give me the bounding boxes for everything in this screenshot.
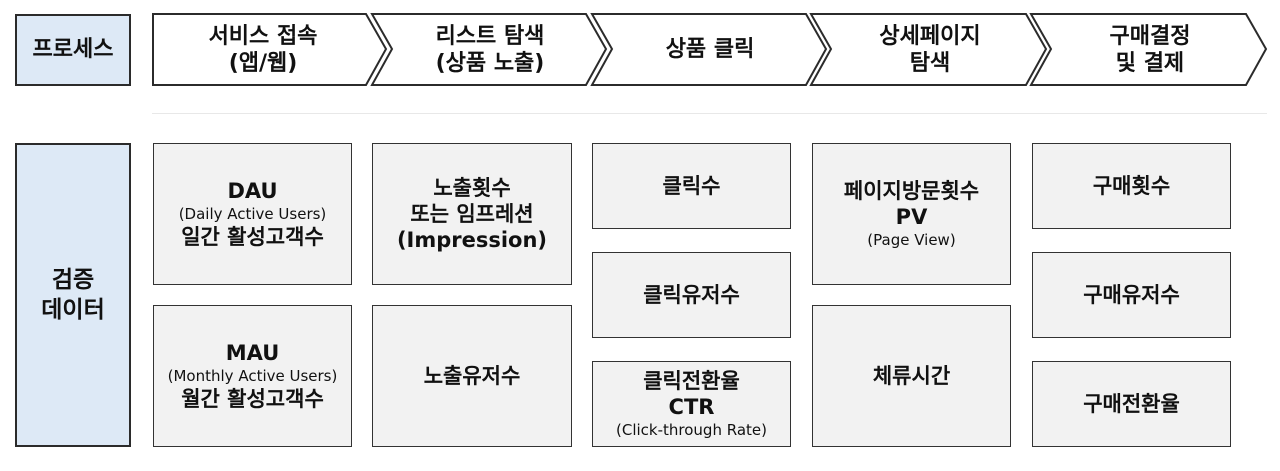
metric-dau-desc: 일간 활성고객수 xyxy=(181,225,324,249)
metric-pv-line3: (Page View) xyxy=(867,231,956,249)
metric-mau-desc: 월간 활성고객수 xyxy=(181,387,324,411)
metric-purchase-rate-box: 구매전환율 xyxy=(1032,361,1231,447)
validation-label-line1: 검증 xyxy=(51,267,95,293)
metric-ctr-line1: 클릭전환율 xyxy=(643,369,740,393)
process-step-arrow-3 xyxy=(590,13,828,86)
metric-ctr-line3: (Click-through Rate) xyxy=(616,421,767,439)
metric-purchase-rate-text: 구매전환율 xyxy=(1083,392,1180,416)
metric-dwell-time-text: 체류시간 xyxy=(872,364,951,388)
metric-ctr-box: 클릭전환율 CTR (Click-through Rate) xyxy=(592,361,791,447)
metric-purchase-users-text: 구매유저수 xyxy=(1083,283,1180,307)
metric-impressions-box: 노출횟수 또는 임프레션 (Impression) xyxy=(372,143,572,285)
validation-row-label: 검증 데이터 xyxy=(15,143,131,447)
metric-pv-line1: 페이지방문횟수 xyxy=(843,179,980,203)
process-arrows xyxy=(152,13,1268,86)
metric-dwell-time-box: 체류시간 xyxy=(812,305,1011,447)
metric-pv-line2: PV xyxy=(895,205,928,229)
metric-impressions-line2: 또는 임프레션 xyxy=(410,202,534,226)
metric-clicks-box: 클릭수 xyxy=(592,143,791,229)
metric-mau-box: MAU (Monthly Active Users) 월간 활성고객수 xyxy=(153,305,352,447)
process-step-1-line1: 서비스 접속 xyxy=(208,23,318,49)
process-step-5-line1: 구매결정 xyxy=(1109,23,1191,49)
metric-mau-subtitle: (Monthly Active Users) xyxy=(167,367,338,385)
process-step-arrow-1 xyxy=(152,13,388,86)
process-step-1-text: 서비스 접속 (앱/웹) xyxy=(158,14,368,85)
process-step-arrow-4 xyxy=(809,13,1048,86)
process-step-arrow-2 xyxy=(370,13,608,86)
process-step-4-line2: 탐색 xyxy=(909,50,951,76)
metric-purchase-users-box: 구매유저수 xyxy=(1032,252,1231,338)
metric-impressions-line1: 노출횟수 xyxy=(433,176,511,200)
metric-click-users-box: 클릭유저수 xyxy=(592,252,791,338)
metric-dau-title: DAU xyxy=(227,179,278,203)
metric-purchases-text: 구매횟수 xyxy=(1092,174,1171,198)
process-step-2-text: 리스트 탐색 (상품 노출) xyxy=(390,14,590,85)
metric-ctr-line2: CTR xyxy=(668,395,715,419)
process-step-3-text: 상품 클릭 xyxy=(610,14,810,85)
process-step-3-line1: 상품 클릭 xyxy=(665,37,755,62)
metric-click-users-text: 클릭유저수 xyxy=(643,283,740,307)
process-step-5-text: 구매결정 및 결제 xyxy=(1050,14,1250,85)
process-step-1-line2: (앱/웹) xyxy=(228,50,298,76)
process-row-label: 프로세스 xyxy=(15,14,131,86)
process-step-arrow-5 xyxy=(1029,13,1268,86)
process-step-4-text: 상세페이지 탐색 xyxy=(830,14,1030,85)
metric-exposed-users-box: 노출유저수 xyxy=(372,305,572,447)
metric-exposed-users-text: 노출유저수 xyxy=(423,364,521,388)
metric-mau-title: MAU xyxy=(225,341,280,365)
process-step-2-line1: 리스트 탐색 xyxy=(435,23,545,49)
process-step-4-line1: 상세페이지 xyxy=(879,23,981,49)
row-separator xyxy=(152,113,1267,114)
metric-pv-box: 페이지방문횟수 PV (Page View) xyxy=(812,143,1011,285)
metric-dau-box: DAU (Daily Active Users) 일간 활성고객수 xyxy=(153,143,352,285)
process-label-text: 프로세스 xyxy=(32,37,114,62)
process-step-5-line2: 및 결제 xyxy=(1115,50,1185,76)
metric-impressions-line3: (Impression) xyxy=(396,228,548,252)
metric-dau-subtitle: (Daily Active Users) xyxy=(178,205,327,223)
metric-clicks-text: 클릭수 xyxy=(662,174,721,198)
process-step-2-line2: (상품 노출) xyxy=(435,50,545,76)
validation-label-line2: 데이터 xyxy=(41,297,105,323)
metric-purchases-box: 구매횟수 xyxy=(1032,143,1231,229)
